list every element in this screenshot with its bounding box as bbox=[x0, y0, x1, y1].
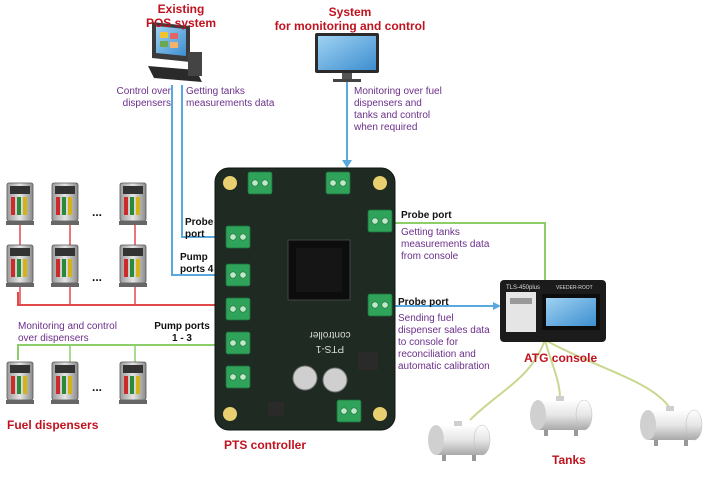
terminal-block-icon bbox=[325, 171, 351, 195]
terminal-block-icon bbox=[247, 171, 273, 195]
arrow-icon bbox=[493, 302, 501, 310]
probe-port-right-1-label: Probe port bbox=[401, 210, 452, 221]
pump13-line bbox=[17, 344, 225, 360]
terminal-block-icon bbox=[225, 365, 251, 389]
pos-terminal-icon bbox=[148, 22, 202, 82]
fuel-dispenser-icon bbox=[118, 244, 148, 288]
ellipsis-text: ... bbox=[92, 380, 103, 394]
terminal-block-icon bbox=[225, 331, 251, 355]
tank-line bbox=[544, 339, 671, 409]
terminal-block-icon bbox=[225, 263, 251, 287]
fuel-dispenser-icon bbox=[5, 182, 35, 226]
terminal-block-icon bbox=[336, 399, 362, 423]
probe-line-atg-in bbox=[394, 222, 546, 280]
fuel-dispensers-label: Fuel dispensers bbox=[7, 418, 99, 432]
tank-icon bbox=[529, 395, 593, 437]
atg-console-icon: TLS-450plus VEEDER-ROOT bbox=[500, 280, 606, 342]
tanks-label: Tanks bbox=[552, 453, 586, 467]
pts-controller-board: controller PTS-1 bbox=[214, 167, 396, 431]
probe-port-right-2-label: Probe port bbox=[398, 297, 449, 308]
ellipsis-text: ... bbox=[92, 270, 103, 284]
board-text: controller bbox=[309, 329, 351, 340]
fuel-dispenser-icon bbox=[50, 361, 80, 405]
tank-icon bbox=[639, 405, 703, 447]
monitor-icon bbox=[315, 33, 379, 82]
board-text: PTS-1 bbox=[315, 343, 344, 354]
terminal-block-icon bbox=[225, 225, 251, 249]
fuel-dispenser-icon bbox=[118, 361, 148, 405]
fuel-dispenser-icon bbox=[5, 244, 35, 288]
tank-line bbox=[544, 339, 561, 399]
pos-control-line bbox=[171, 85, 232, 276]
fuel-dispenser-icon bbox=[118, 182, 148, 226]
ellipsis-text: ... bbox=[92, 205, 103, 219]
atg-brand-text: TLS-450plus bbox=[506, 285, 540, 291]
terminal-block-icon bbox=[367, 293, 393, 317]
fuel-dispenser-icon bbox=[5, 361, 35, 405]
tank-icon bbox=[427, 420, 491, 462]
atg-console-label: ATG console bbox=[524, 351, 598, 365]
fuel-dispenser-icon bbox=[50, 244, 80, 288]
atg-logo-text: VEEDER-ROOT bbox=[556, 285, 593, 291]
terminal-block-icon bbox=[225, 297, 251, 321]
arrow-icon bbox=[342, 160, 352, 168]
tank-line bbox=[469, 339, 546, 421]
terminal-block-icon bbox=[367, 209, 393, 233]
pts-controller-label: PTS controller bbox=[224, 438, 307, 452]
fuel-dispenser-icon bbox=[50, 182, 80, 226]
